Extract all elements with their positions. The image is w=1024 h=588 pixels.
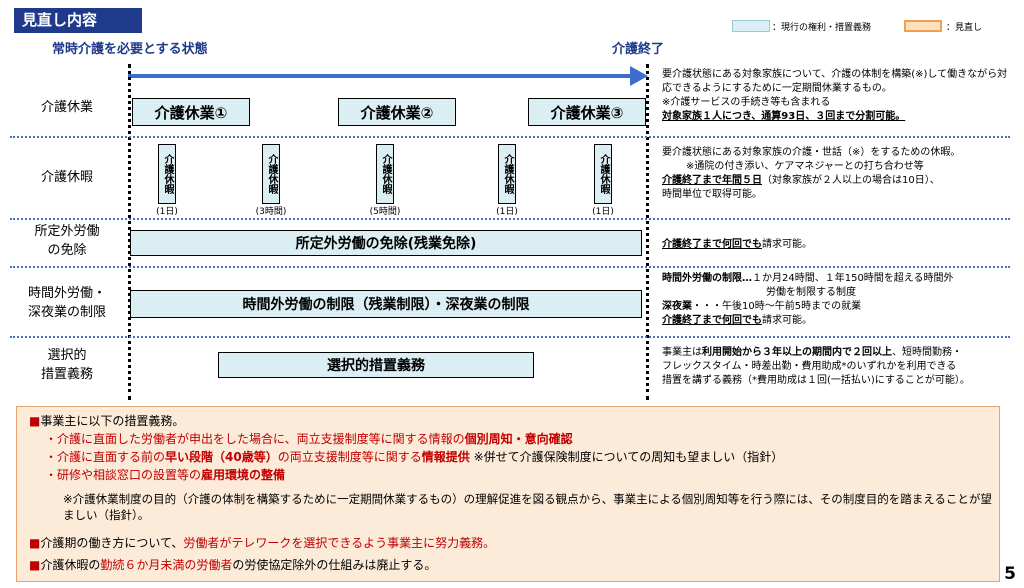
measure-line-2: ・介護に直面した労働者が申出をした場合に、両立支援制度等に関する情報の個別周知・… (45, 432, 573, 446)
time-off-desc-4: 時間単位で取得可能。 (662, 189, 762, 200)
overtime-limit-description: 時間外労働の制限…１か月24時間、１年150時間を超える時間外 労働を制限する制… (662, 273, 954, 326)
timeline-end-line (646, 64, 649, 400)
measure-line-3: ・介護に直面する前の早い段階（40歳等）の両立支援制度等に関する情報提供 ※併せ… (45, 450, 784, 464)
time-off-desc-1: 要介護状態にある対象家族の介護・世話（※）をするための休暇。 (662, 147, 961, 158)
time-off-box-1: 介護休暇 (158, 144, 176, 204)
measure-note: ※介護休業制度の目的（介護の体制を構築するために一定期間休業するもの）の理解促進… (63, 492, 992, 522)
row-label-overtime-exempt: 所定外労働 の免除 (34, 224, 100, 258)
leave-box-3: 介護休業③ (528, 98, 646, 126)
leave-box-2: 介護休業② (338, 98, 456, 126)
leave-desc-3: 対象家族１人につき、通算93日、３回まで分割可能。 (662, 111, 906, 122)
time-off-box-5: 介護休暇 (594, 144, 612, 204)
legend-revision-swatch (904, 20, 942, 32)
measure-line-1: ■事業主に以下の措置義務。 (29, 414, 185, 428)
leave-description: 要介護状態にある対象家族について、介護の体制を構築(※)して働きながら対応できる… (662, 68, 1014, 124)
time-off-duration-4: (1日) (496, 207, 518, 217)
time-off-box-4: 介護休暇 (498, 144, 516, 204)
time-off-desc-2: ※通院の付き添い、ケアマネジャーとの打ち合わせ等 (686, 161, 924, 172)
timeline-arrow-head (630, 66, 648, 86)
row-separator (10, 136, 1010, 138)
row-label-leave: 介護休業 (40, 100, 93, 115)
page-title: 見直し内容 (14, 8, 142, 33)
time-off-duration-3: (5時間) (369, 207, 401, 217)
time-off-duration-5: (1日) (592, 207, 614, 217)
state-end-label: 介護終了 (612, 42, 665, 57)
measure-line-6: ■介護休暇の勤続６か月未満の労働者の労使協定除外の仕組みは廃止する。 (29, 558, 437, 572)
time-off-box-3: 介護休暇 (376, 144, 394, 204)
leave-box-1: 介護休業① (132, 98, 250, 126)
row-separator (10, 218, 1010, 220)
measures-panel: ■事業主に以下の措置義務。 ・介護に直面した労働者が申出をした場合に、両立支援制… (16, 406, 1000, 582)
leave-desc-1: 要介護状態にある対象家族について、介護の体制を構築(※)して働きながら対応できる… (662, 69, 1008, 94)
overtime-exempt-box: 所定外労働の免除(残業免除) (130, 230, 642, 256)
time-off-box-2: 介護休暇 (262, 144, 280, 204)
time-off-desc-3: 介護終了まで年間５日（対象家族が２人以上の場合は10日）、 (662, 175, 940, 186)
state-start-label: 常時介護を必要とする状態 (52, 42, 208, 57)
measure-line-5: ■介護期の働き方について、労働者がテレワークを選択できるよう事業主に努力義務。 (29, 536, 496, 550)
legend-revision-label: ：見直し (946, 23, 983, 33)
row-label-selective: 選択的 措置義務 (40, 348, 93, 382)
row-label-time-off: 介護休暇 (40, 170, 93, 185)
timeline-start-line (128, 64, 131, 400)
page-number: 5 (1004, 564, 1016, 584)
time-off-duration-1: (1日) (156, 207, 178, 217)
row-label-overtime-limit: 時間外労働・ 深夜業の制限 (27, 286, 106, 320)
legend-current-swatch (732, 20, 770, 32)
row-separator (10, 266, 1010, 268)
legend-current-label: ：現行の権利・措置義務 (772, 23, 872, 33)
row-separator (10, 336, 1010, 338)
time-off-description: 要介護状態にある対象家族の介護・世話（※）をするための休暇。 ※通院の付き添い、… (662, 146, 1014, 202)
overtime-exempt-description: 介護終了まで何回でも請求可能。 (662, 239, 812, 250)
overtime-limit-box: 時間外労働の制限（残業制限）・深夜業の制限 (130, 290, 642, 318)
measure-line-4: ・研修や相談窓口の設置等の雇用環境の整備 (45, 468, 286, 482)
leave-desc-2: ※介護サービスの手続き等も含まれる (662, 97, 831, 108)
selective-description: 事業主は利用開始から３年以上の期間内で２回以上、短時間勤務・ フレックスタイム・… (662, 347, 970, 386)
timeline-arrow (128, 74, 636, 78)
selective-box: 選択的措置義務 (218, 352, 534, 378)
time-off-duration-2: (3時間) (255, 207, 287, 217)
